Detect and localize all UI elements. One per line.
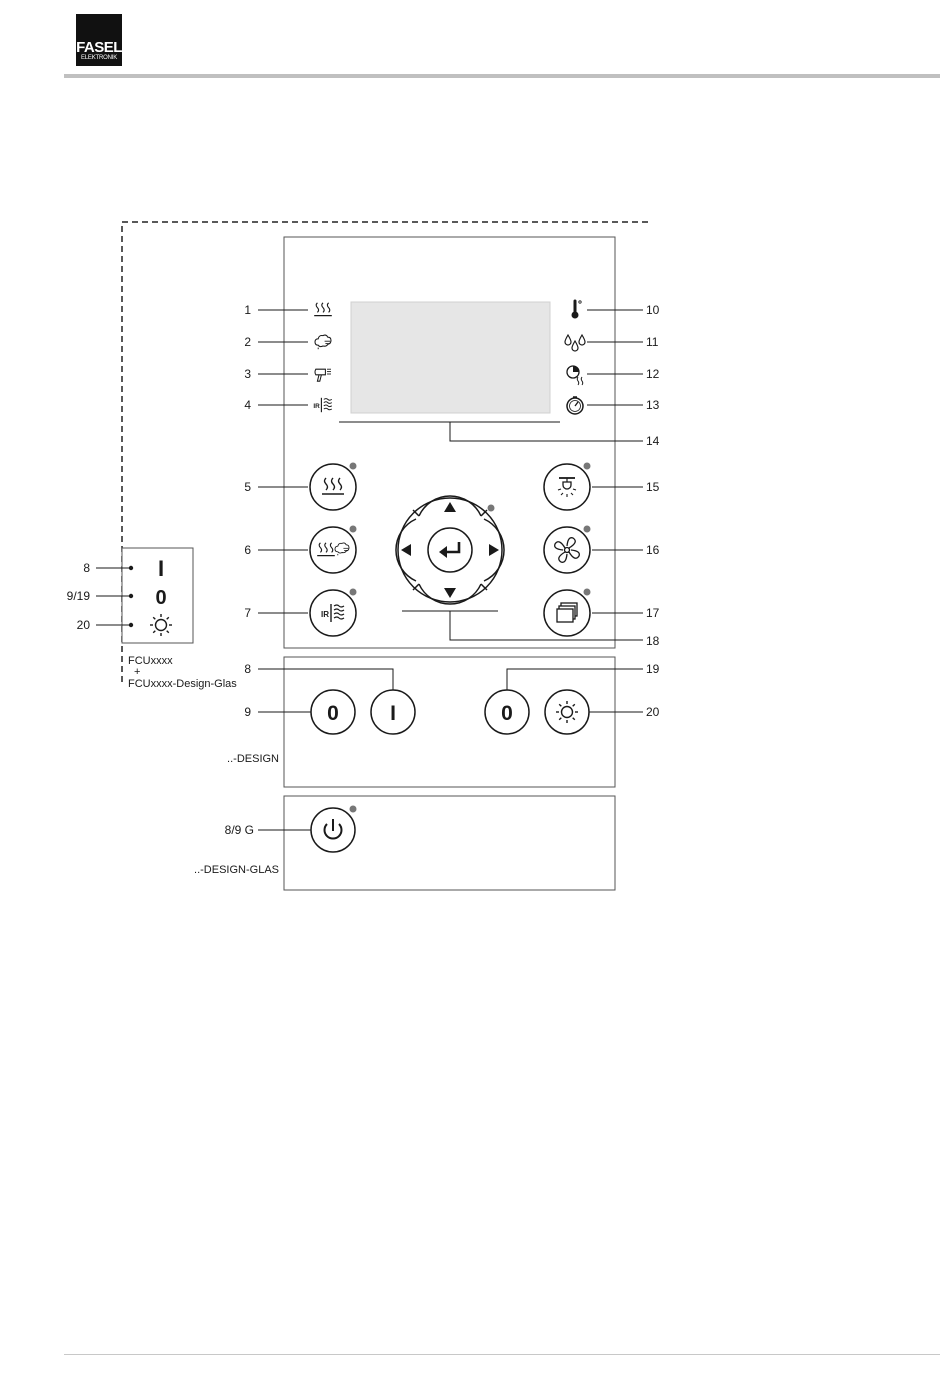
design-on-button[interactable]: I [371, 690, 415, 734]
callout-14: 14 [646, 434, 660, 448]
design-on-label: I [390, 702, 396, 725]
inset-dot-on [129, 566, 133, 570]
callout-1: 1 [244, 303, 251, 317]
light-status-led [584, 463, 591, 470]
inset-caption-line3: FCUxxxx-Design-Glas [128, 678, 237, 690]
program-status-led [584, 589, 591, 596]
power-button[interactable] [311, 808, 355, 852]
inset-dot-light [129, 623, 133, 627]
heat-status-led [350, 463, 357, 470]
callout-13: 13 [646, 398, 660, 412]
design-callout-8: 8 [244, 662, 251, 676]
inset-off-symbol: 0 [155, 587, 166, 609]
callout-5: 5 [244, 480, 251, 494]
program-button[interactable] [544, 590, 590, 636]
design-light-button[interactable] [545, 690, 589, 734]
inset-callout-9-19: 9/19 [67, 589, 91, 603]
infrared-button[interactable] [310, 590, 356, 636]
heat-steam-button[interactable] [310, 527, 356, 573]
steam-status-led [350, 526, 357, 533]
callout-16: 16 [646, 543, 660, 557]
callout-17: 17 [646, 606, 660, 620]
design-callout-9: 9 [244, 705, 251, 719]
inset-callout-8: 8 [83, 561, 90, 575]
design-off-button[interactable]: 0 [311, 690, 355, 734]
display-screen [351, 302, 550, 413]
infrared-status-led [350, 589, 357, 596]
callout-7: 7 [244, 606, 251, 620]
light-button[interactable] [544, 464, 590, 510]
callout-11: 11 [646, 335, 659, 349]
footer-rule [64, 1354, 940, 1355]
callout-6: 6 [244, 543, 251, 557]
design-light-off-label: 0 [501, 702, 513, 725]
inset-on-symbol: I [158, 556, 164, 581]
design-callout-19: 19 [646, 662, 660, 676]
callout-15: 15 [646, 480, 660, 494]
callout-18: 18 [646, 634, 660, 648]
heat-button[interactable] [310, 464, 356, 510]
design-light-off-button[interactable]: 0 [485, 690, 529, 734]
design-panel-label: ..-DESIGN [227, 753, 279, 765]
callout-12: 12 [646, 367, 660, 381]
callout-10: 10 [646, 303, 660, 317]
callout-3: 3 [244, 367, 251, 381]
nav-status-led [488, 505, 495, 512]
callout-4: 4 [244, 398, 251, 412]
design-callout-20: 20 [646, 705, 660, 719]
design-off-label: 0 [327, 702, 339, 725]
inset-dot-off [129, 594, 133, 598]
program-icon [557, 603, 577, 622]
power-status-led [350, 806, 357, 813]
callout-2: 2 [244, 335, 251, 349]
glas-callout-8-9g: 8/9 G [225, 823, 254, 837]
design-glas-panel-label: ..-DESIGN-GLAS [194, 864, 279, 876]
enter-button[interactable] [428, 528, 472, 572]
fan-status-led [584, 526, 591, 533]
inset-caption-line2: + [134, 666, 140, 678]
inset-callout-20: 20 [77, 618, 91, 632]
fan-button[interactable] [544, 527, 590, 573]
